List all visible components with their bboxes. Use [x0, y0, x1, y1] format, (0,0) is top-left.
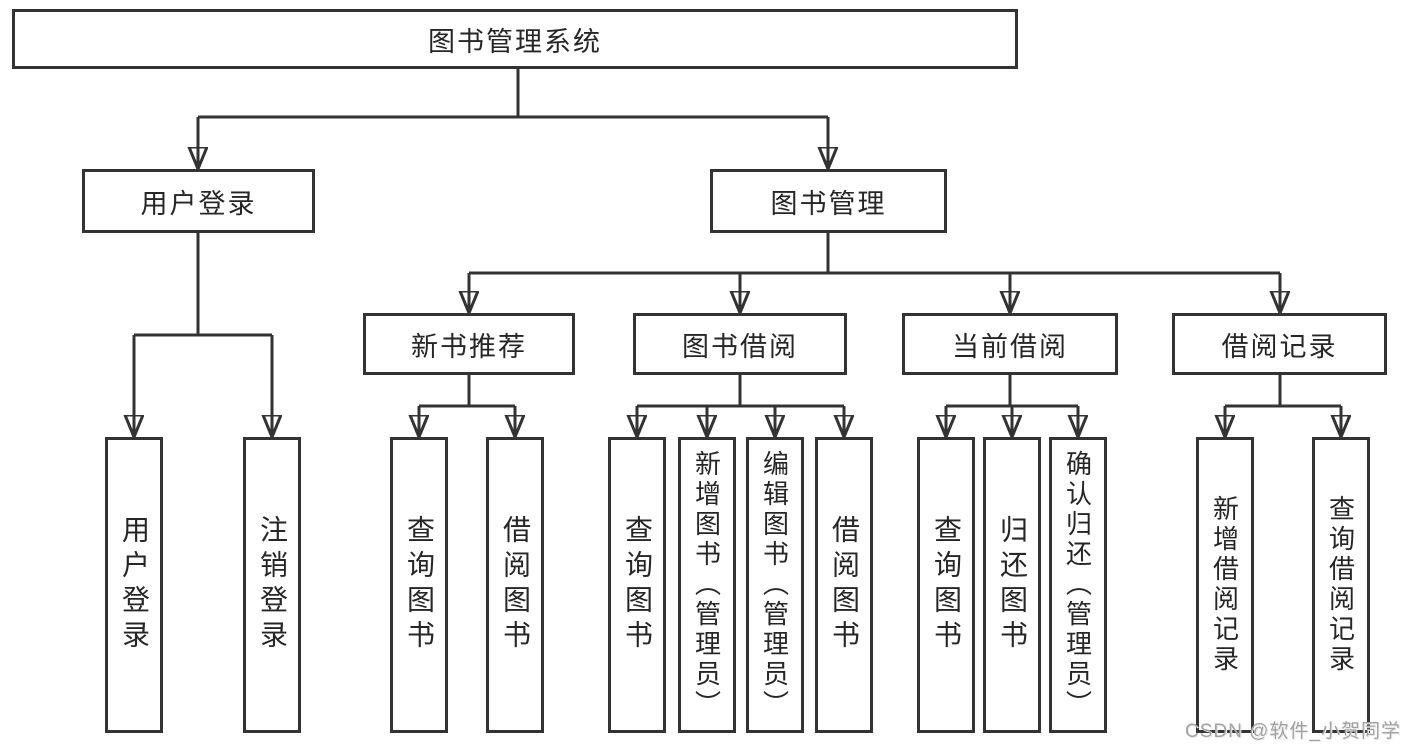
- leaf-add-borrow-record: 新增借阅记录: [1196, 437, 1254, 733]
- leaf-confirm-return-admin: 确认归还（管理员）: [1049, 437, 1107, 733]
- leaf-borrow-books: 借阅图书: [815, 437, 873, 733]
- leaf-edit-book-admin: 编辑图书（管理员）: [746, 437, 804, 733]
- leaf-add-book-admin: 新增图书（管理员）: [678, 437, 736, 733]
- node-borrow-records: 借阅记录: [1172, 313, 1387, 375]
- leaf-logout-login: 注销登录: [243, 437, 301, 733]
- leaf-query-borrow-record: 查询借阅记录: [1312, 437, 1370, 733]
- leaf-return-book: 归还图书: [983, 437, 1041, 733]
- leaf-borrow-books-recommend: 借阅图书: [486, 437, 544, 733]
- node-book-management: 图书管理: [710, 169, 947, 233]
- csdn-watermark: CSDN @软件_小贺同学: [1185, 721, 1401, 742]
- node-book-borrow: 图书借阅: [633, 313, 847, 375]
- node-user-login: 用户登录: [82, 169, 315, 233]
- node-new-book-recommend: 新书推荐: [363, 313, 575, 375]
- node-root-system: 图书管理系统: [12, 9, 1018, 69]
- leaf-query-books-borrow: 查询图书: [608, 437, 666, 733]
- node-current-borrow: 当前借阅: [902, 313, 1118, 375]
- leaf-query-books-current: 查询图书: [917, 437, 975, 733]
- leaf-user-login: 用户登录: [105, 437, 163, 733]
- leaf-query-books-recommend: 查询图书: [390, 437, 448, 733]
